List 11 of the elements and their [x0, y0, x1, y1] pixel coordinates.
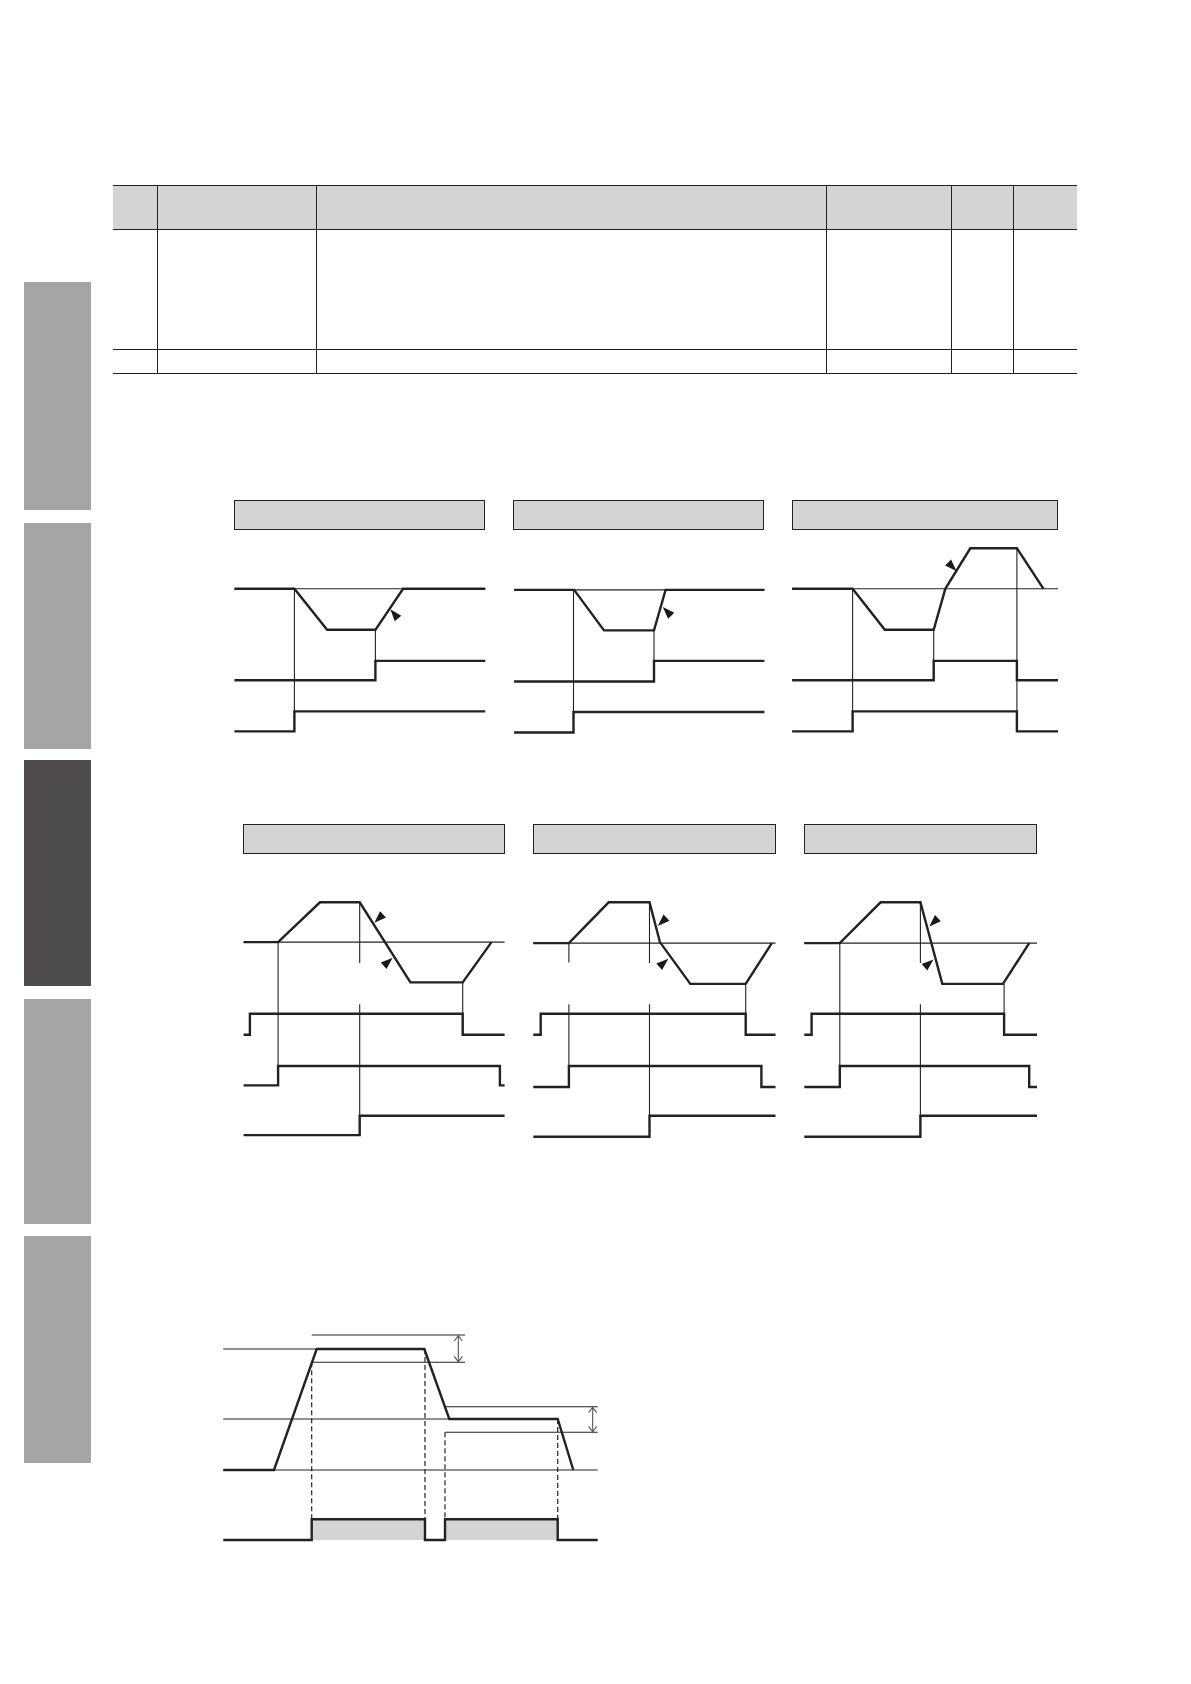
title-bar: [804, 824, 1037, 854]
chapter-tab: [24, 523, 91, 749]
title-bar: [533, 824, 776, 854]
title-bar: [234, 500, 485, 530]
title-bar: [792, 500, 1058, 530]
title-bar: [513, 500, 764, 530]
chapter-tab: [24, 282, 91, 510]
title-bar: [243, 824, 505, 854]
chapter-tab: [24, 1236, 91, 1463]
chapter-tab: [24, 999, 91, 1224]
chapter-tab: [24, 760, 91, 986]
